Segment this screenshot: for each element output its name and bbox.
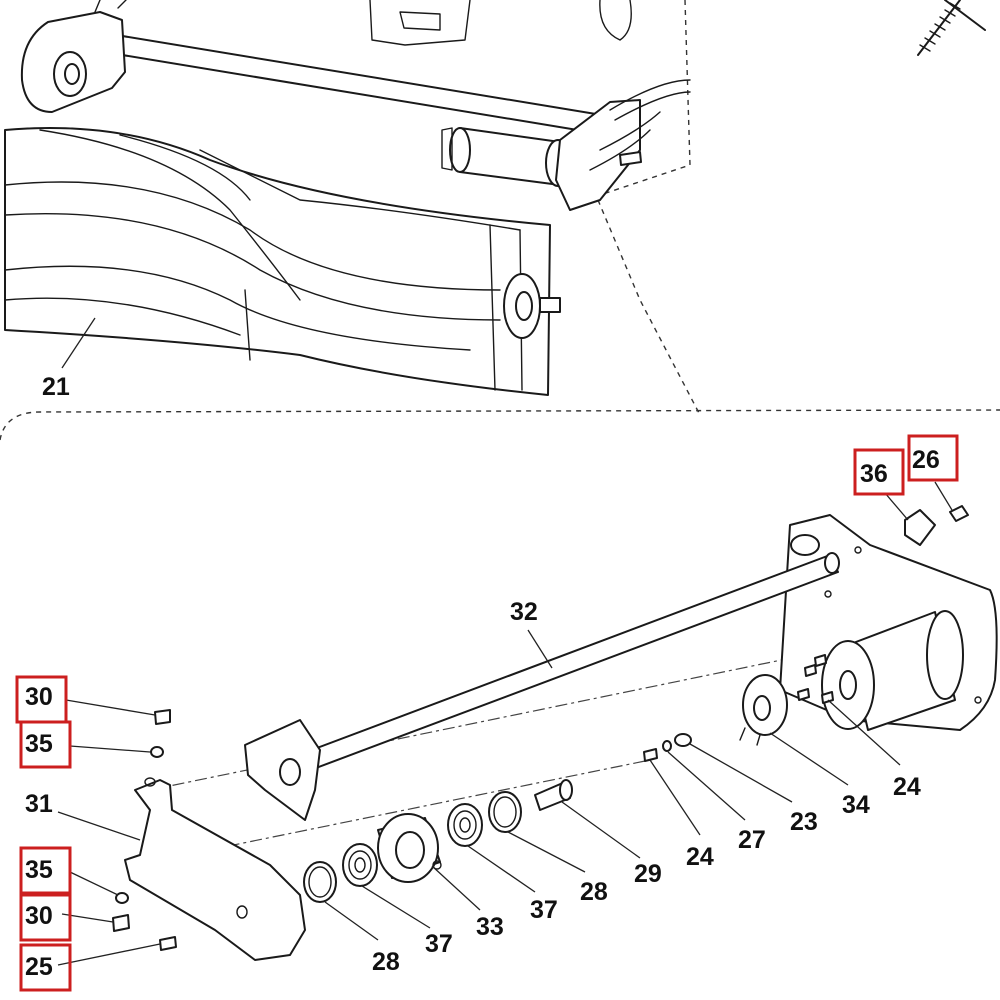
highlight-box-35-lower [19,846,72,895]
highlight-boxes [15,434,959,992]
callout-28-right: 28 [580,878,608,906]
callout-30-lower: 30 [25,902,53,930]
callout-33: 33 [476,913,504,941]
callout-36: 36 [860,460,888,488]
callout-27: 27 [738,826,766,854]
highlight-box-26 [907,434,959,482]
callout-30-upper: 30 [25,683,53,711]
callout-37-right: 37 [530,896,558,924]
highlight-box-35-upper [19,720,72,769]
spring [917,0,986,56]
callout-31: 31 [25,790,53,818]
callout-labels: 21 36 26 32 30 35 31 35 30 25 28 37 33 3… [25,373,940,981]
highlight-box-30-lower [19,893,72,942]
callout-24-upper: 24 [893,773,921,801]
callout-37-left: 37 [425,930,453,958]
callout-34: 34 [842,791,870,819]
highlight-box-36 [853,448,905,496]
callout-29: 29 [634,860,662,888]
lower-enclosure [0,409,1000,441]
callout-21: 21 [42,373,70,401]
callout-32: 32 [510,598,538,626]
leader-lines [57,317,953,966]
upper-assembly [4,0,986,416]
callout-28-left: 28 [372,948,400,976]
callout-26: 26 [912,446,940,474]
callout-35-lower: 35 [25,856,53,884]
callout-24-lower: 24 [686,843,714,871]
callout-25: 25 [25,953,53,981]
lower-assembly [112,505,998,961]
reel-cylinder [4,127,561,396]
callout-23: 23 [790,808,818,836]
callout-35-upper: 35 [25,730,53,758]
highlight-box-25 [19,943,72,992]
